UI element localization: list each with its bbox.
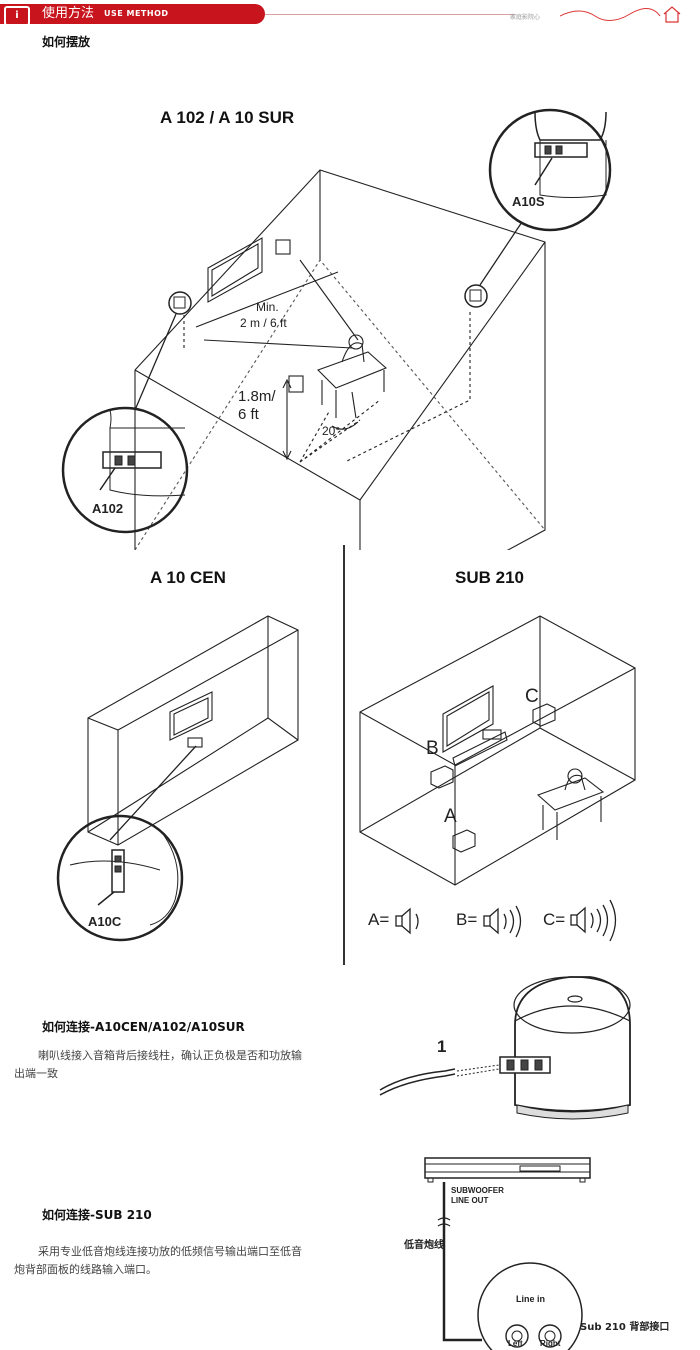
connect1-heading: 如何连接-A10CEN/A102/A10SUR — [42, 1020, 245, 1034]
callout-1: 1 — [437, 1037, 447, 1056]
label-height-2: 6 ft — [238, 406, 259, 423]
sub210-caption: Sub 210 背部接口 — [580, 1322, 670, 1333]
header-right-text: 家庭影院心 — [510, 14, 541, 21]
house-doodle-icon — [560, 6, 681, 23]
label-angle: 20° — [322, 424, 341, 438]
subwoofer-wiring-diagram — [424, 1157, 591, 1350]
section-title-cn: 使用方法 — [42, 6, 95, 21]
connect2-text-line1: 采用专业低音炮线连接功放的低频信号输出端口至低音 — [38, 1245, 302, 1258]
zoom-a102 — [61, 406, 189, 534]
label-a: A — [444, 806, 457, 827]
label-a10c: A10C — [88, 914, 122, 929]
book-icon: i — [4, 6, 30, 26]
connect2-heading: 如何连接-SUB 210 — [42, 1208, 152, 1222]
right-label: Right — [540, 1339, 561, 1348]
room-diagram-sub210 — [359, 615, 636, 886]
section-divider — [343, 545, 345, 965]
zoom-a10c — [56, 814, 184, 942]
label-a10s: A10S — [512, 194, 545, 209]
legend-a-label: A= — [368, 910, 390, 929]
cable-label: 低音炮线 — [404, 1240, 444, 1251]
placement-heading: 如何摆放 — [42, 35, 91, 49]
section-title-en: USE METHOD — [104, 9, 169, 18]
speaker-high-icon — [570, 899, 617, 942]
left-label: Left — [508, 1339, 523, 1348]
diagram2-title: A 10 CEN — [150, 568, 226, 587]
diagram1-title: A 102 / A 10 SUR — [160, 108, 295, 127]
speaker-wire-diagram — [379, 976, 631, 1120]
line-in-label: Line in — [516, 1294, 545, 1304]
header-bar — [0, 4, 265, 24]
connect1-text-line2: 出端一致 — [14, 1067, 58, 1080]
diagram3-title: SUB 210 — [455, 568, 524, 587]
label-c: C — [525, 686, 539, 707]
legend-c-label: C= — [543, 910, 566, 929]
subwoofer-out-label-1: SUBWOOFER — [451, 1186, 504, 1195]
label-distance: 2 m / 6 ft — [240, 316, 287, 330]
connect1-text-line1: 喇叭线接入音箱背后接线柱，确认正负极是否和功放输 — [38, 1049, 302, 1062]
room-diagram-a102 — [61, 108, 612, 550]
speaker-mid-icon — [483, 905, 522, 938]
legend-b-label: B= — [456, 910, 478, 929]
speaker-low-icon — [395, 907, 419, 935]
subwoofer-out-label-2: LINE OUT — [451, 1196, 489, 1205]
connect2-text-line2: 炮背部面板的线路输入端口。 — [14, 1263, 157, 1276]
label-a102: A102 — [92, 501, 124, 516]
label-height-1: 1.8m/ — [238, 388, 276, 405]
header-divider — [265, 14, 515, 15]
room-diagram-a10cen — [56, 615, 299, 942]
zoom-a10s — [488, 108, 612, 232]
label-min: Min. — [256, 300, 279, 314]
label-b: B — [426, 738, 439, 759]
